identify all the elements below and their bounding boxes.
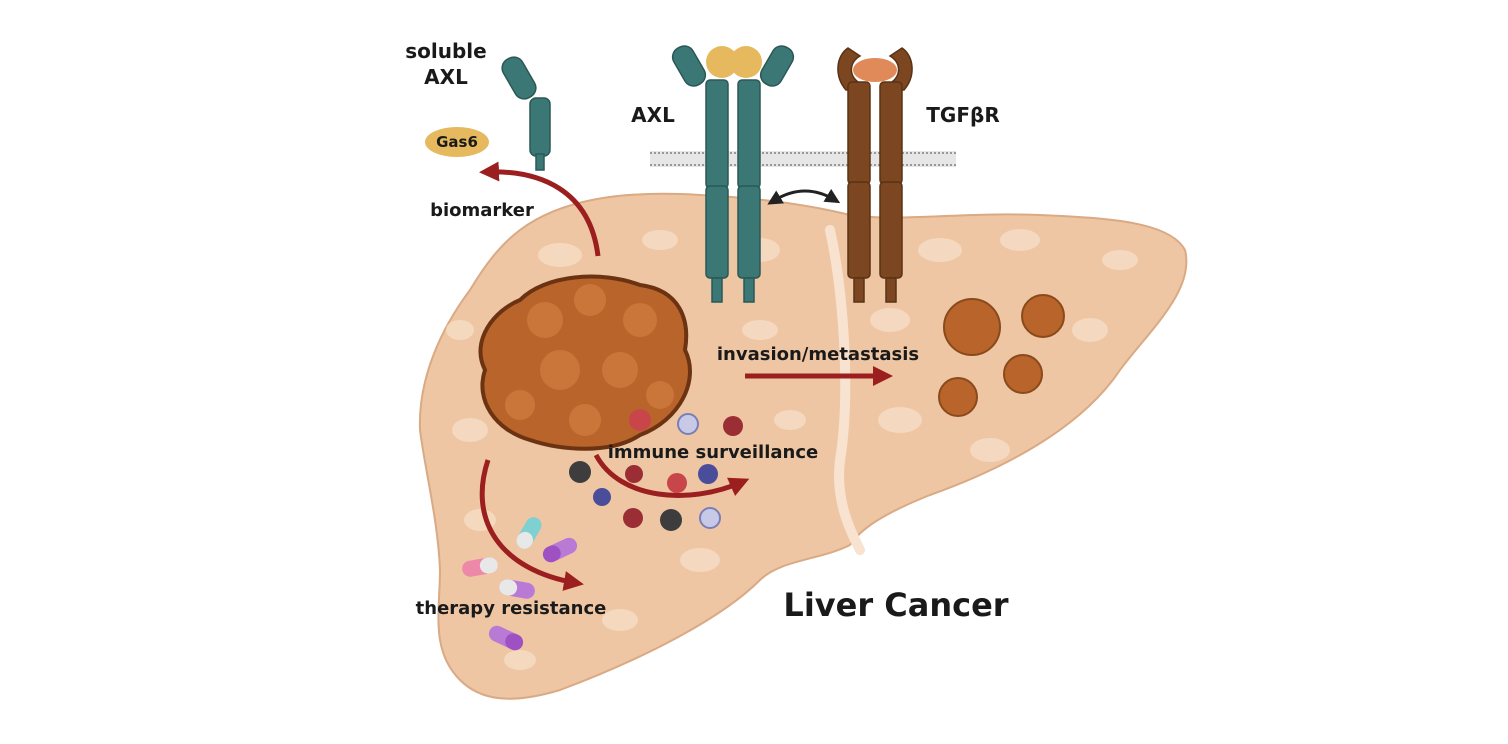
primary-tumor (478, 274, 692, 451)
soluble-axl-label-line2: AXL (424, 65, 468, 89)
gas6-ligand-bound (706, 46, 762, 78)
drug-capsules (462, 517, 578, 651)
therapy-arrow (479, 459, 584, 591)
diagram-title: Liver Cancer (783, 586, 1008, 624)
immune-cell-icon (660, 509, 682, 531)
metastasis-nodule (1003, 354, 1043, 394)
liver-texture (446, 229, 1138, 670)
liver-fissure (825, 225, 865, 555)
immune-arrow (593, 453, 750, 498)
metastasis-nodule (1021, 294, 1065, 338)
immune-cell-icon (699, 507, 721, 529)
immune-cell-icon (625, 465, 643, 483)
immune-cell-icon (667, 473, 687, 493)
therapy-resistance-label: therapy resistance (416, 598, 607, 619)
immune-cell-icon (698, 464, 718, 484)
capsule-icon (499, 579, 535, 599)
soluble-axl-icon (501, 56, 551, 171)
tgfb-ligand-bound (853, 58, 897, 82)
axl-receptor (671, 45, 795, 303)
immune-cell-icon (723, 416, 743, 436)
soluble-axl-label-line1: soluble (405, 39, 486, 63)
metastasis-nodule (938, 377, 978, 417)
metastases (938, 294, 1065, 417)
biomarker-arrow (479, 161, 601, 257)
immune-cell-icon (677, 413, 699, 435)
cell-membrane (650, 151, 956, 167)
biomarker-label: biomarker (430, 200, 534, 221)
immune-cell-icon (623, 508, 643, 528)
immune-cell-icon (593, 488, 611, 506)
capsule-icon (462, 557, 498, 577)
capsule-icon (542, 537, 578, 563)
immune-cell-icon (629, 409, 651, 431)
capsule-icon (516, 517, 542, 549)
gas6-label: Gas6 (436, 133, 478, 151)
gas6-ligand-icon (425, 127, 489, 157)
immune-surveillance-label: immune surveillance (608, 442, 818, 463)
tgfbr-receptor (837, 47, 913, 303)
metastasis-nodule (943, 298, 1001, 356)
crosstalk-arrow (767, 188, 841, 205)
invasion-metastasis-label: invasion/metastasis (717, 344, 919, 365)
capsule-icon (488, 625, 524, 651)
immune-cell-icon (569, 461, 591, 483)
tgfbr-label: TGFβR (926, 103, 999, 127)
immune-cells (569, 409, 743, 531)
axl-label: AXL (631, 103, 675, 127)
